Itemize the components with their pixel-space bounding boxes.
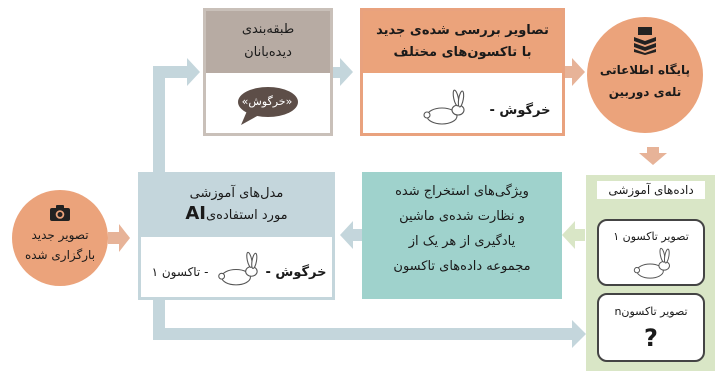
- new-images-box: تصاویر بررسی شده‌ی جدید با تاکسون‌های مخ…: [360, 8, 565, 136]
- features-line1: ویژگی‌های استخراج شده: [395, 184, 529, 199]
- database-line2: تله‌ی دوربین: [608, 85, 682, 99]
- classifier-box: طبقه‌بندی دیده‌بانان «خرگوش»: [203, 8, 333, 136]
- rabbit-icon: [633, 247, 670, 279]
- database-line1: پایگاه اطلاعاتی: [599, 63, 691, 77]
- features-line4: مجموعه داده‌های تاکسون: [393, 259, 531, 274]
- classifier-title-line2: دیده‌بانان: [244, 45, 292, 60]
- arrow-database-to-training: [639, 147, 667, 165]
- training-header-text: داده‌های آموزشی: [608, 183, 694, 197]
- ai-models-label-taxon: - تاکسون ۱: [151, 265, 209, 279]
- training-data-panel: داده‌های آموزشی تصویر تاکسون ۱ تصویر تاک…: [586, 175, 715, 371]
- arrow-image-to-models: [108, 224, 130, 252]
- speech-bubble-icon: [238, 87, 298, 125]
- database-node: پایگاه اطلاعاتی تله‌ی دوربین: [587, 17, 703, 133]
- ai-models-title-line1: مدل‌های آموزشی: [189, 186, 284, 201]
- new-image-line1: تصویر جدید: [31, 228, 89, 242]
- band-models-up: [153, 72, 165, 172]
- features-box: ویژگی‌های استخراج شده و نظارت شده‌ی ماشی…: [362, 172, 562, 299]
- new-images-title-line2: با تاکسون‌های مختلف: [393, 45, 532, 60]
- new-image-line2: بارگزاری شده: [24, 248, 96, 262]
- training-card-1: تصویر تاکسون ۱: [597, 219, 705, 286]
- classifier-bubble-text: «خرگوش»: [241, 95, 293, 108]
- classifier-header: طبقه‌بندی دیده‌بانان: [206, 11, 330, 73]
- classifier-title-line1: طبقه‌بندی: [241, 22, 295, 37]
- rabbit-icon: [423, 89, 465, 125]
- ai-models-title-line2-row: AIمورد استفاده‌ی: [141, 204, 332, 225]
- arrow-features-to-models: [340, 221, 362, 249]
- camera-icon: [50, 205, 70, 221]
- training-card-n: تصویر تاکسونn ?: [597, 293, 705, 362]
- new-image-node: تصویر جدید بارگزاری شده: [12, 190, 108, 286]
- new-images-title-line1: تصاویر بررسی شده‌ی جدید: [376, 23, 549, 38]
- ai-models-box: مدل‌های آموزشی AIمورد استفاده‌ی خرگوش - …: [138, 172, 335, 300]
- database-stack-icon: [634, 27, 656, 55]
- ai-models-label-name: خرگوش -: [265, 265, 327, 280]
- training-card1-label: تصویر تاکسون ۱: [613, 230, 689, 243]
- ai-models-title-ai: AI: [185, 203, 206, 224]
- training-card2-label: تصویر تاکسونn: [614, 305, 688, 318]
- arrow-new-images-to-database: [565, 58, 585, 86]
- features-line3: یادگیری از هر یک از: [408, 234, 516, 249]
- rabbit-icon: [218, 251, 258, 286]
- unknown-taxon-symbol: ?: [644, 324, 658, 352]
- arrow-classifier-to-new-images: [333, 58, 353, 86]
- arrow-to-classifier: [153, 58, 200, 86]
- ai-models-title-line2: مورد استفاده‌ی: [206, 208, 288, 223]
- new-images-label: خرگوش -: [489, 103, 551, 118]
- ai-models-header: مدل‌های آموزشی AIمورد استفاده‌ی: [141, 175, 332, 237]
- training-header: داده‌های آموزشی: [597, 181, 705, 199]
- arrow-training-to-features: [562, 221, 585, 249]
- new-images-header: تصاویر بررسی شده‌ی جدید با تاکسون‌های مخ…: [363, 11, 562, 73]
- features-line2: و نظارت شده‌ی ماشین: [399, 209, 525, 224]
- arrow-bottom-to-training: [153, 320, 586, 348]
